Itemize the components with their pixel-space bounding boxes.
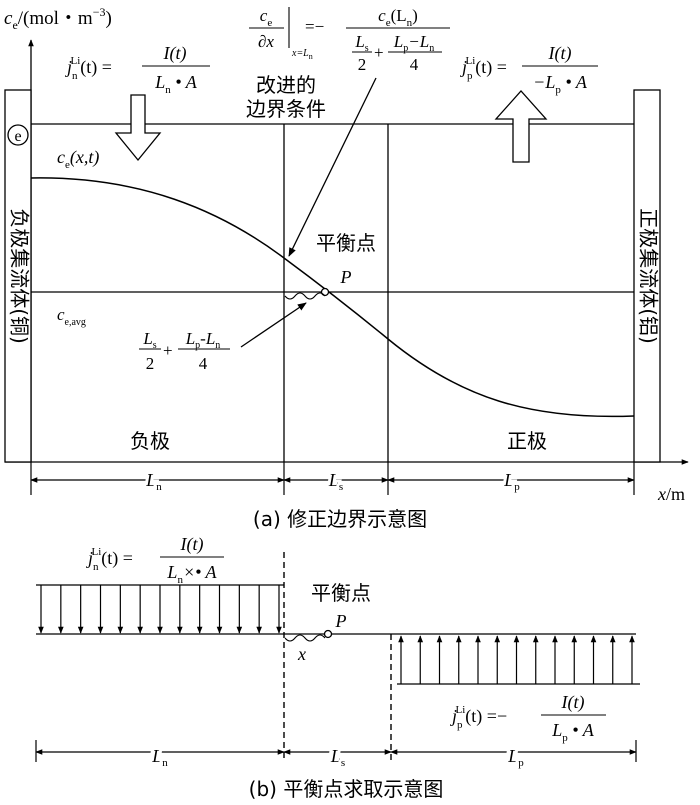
svg-text:4: 4	[199, 354, 208, 373]
positive-collector	[633, 89, 661, 463]
dimension-line-b	[35, 740, 637, 762]
panel-b: jnLi(t) = I(t) Ln×• A 平衡点 P x jpLi(t) =−…	[35, 534, 640, 801]
svg-text:Ls: Ls	[354, 32, 368, 54]
svg-text:−Lp • A: −Lp • A	[533, 72, 588, 96]
offset-brace	[284, 292, 326, 300]
negative-collector-label: 负极集流体(铜)	[8, 208, 32, 344]
b-x-label: x	[297, 644, 306, 664]
improved-bc-label-1: 改进的	[256, 73, 316, 97]
svg-text:jnLi(t) =: jnLi(t) =	[65, 55, 112, 82]
point-p-label: P	[340, 267, 352, 287]
negative-region-label: 负极	[130, 429, 170, 453]
b-dim-label-lp: Lp	[507, 746, 524, 769]
svg-text:I(t): I(t)	[180, 534, 204, 555]
svg-text:+: +	[163, 341, 173, 360]
svg-text:Ln • A: Ln • A	[154, 72, 197, 96]
svg-text:2: 2	[358, 55, 367, 74]
svg-text:+: +	[374, 43, 384, 62]
b-left-flux-formula: jnLi(t) = I(t) Ln×• A	[86, 534, 224, 586]
b-down-arrows	[38, 585, 282, 634]
svg-text:I(t): I(t)	[163, 43, 187, 64]
right-flux-formula: jpLi(t) = I(t) −Lp • A	[460, 43, 598, 96]
offset-formula: Ls 2 + Lp-Ln 4	[139, 329, 230, 373]
dim-label-ln: Ln	[145, 470, 162, 493]
svg-text:Lp • A: Lp • A	[551, 720, 594, 744]
svg-text:∂x: ∂x	[258, 32, 274, 51]
positive-collector-label: 正极集流体(铝)	[637, 208, 661, 344]
x-axis-label: x/m	[657, 484, 685, 504]
svg-text:2: 2	[146, 354, 155, 373]
caption-a: (a) 修正边界示意图	[253, 507, 427, 531]
avg-conc-label: ce,avg	[57, 305, 86, 328]
svg-text:Lp−Ln: Lp−Ln	[393, 32, 434, 54]
b-right-flux-formula: jpLi(t) =− I(t) Lp • A	[450, 692, 606, 744]
dim-label-lp: Lp	[503, 470, 520, 493]
svg-text:jpLi(t) =: jpLi(t) =	[460, 55, 507, 82]
negative-collector	[4, 89, 32, 463]
svg-text:x=Ln: x=Ln	[291, 48, 313, 61]
svg-text:=−: =−	[305, 17, 324, 36]
caption-b: (b) 平衡点求取示意图	[249, 777, 444, 801]
electron-symbol: e	[14, 128, 21, 145]
svg-text:ce: ce	[260, 6, 273, 29]
svg-text:I(t): I(t)	[548, 43, 572, 64]
flux-arrow-up-icon	[494, 90, 548, 163]
b-point-p-label: P	[335, 611, 347, 631]
b-balance-point-marker	[323, 629, 333, 639]
svg-text:jnLi(t) =: jnLi(t) =	[86, 546, 133, 573]
conc-curve-label: ce(x,t)	[57, 147, 99, 171]
b-up-arrows	[398, 635, 635, 684]
svg-text:jpLi(t) =−: jpLi(t) =−	[450, 704, 507, 731]
dimension-line-a	[30, 462, 635, 495]
improved-bc-label-2: 边界条件	[246, 97, 326, 121]
bc-pointer-arrow	[288, 77, 377, 257]
panel-a: ce/(mol・m−3) 负极集流体(铜) 正极集流体(铝) e jnLi(t)…	[4, 5, 689, 531]
positive-region-label: 正极	[507, 429, 547, 453]
svg-text:Ln×• A: Ln×• A	[166, 562, 217, 586]
b-dim-label-ln: Ln	[151, 746, 168, 769]
y-axis-label: ce/(mol・m−3)	[4, 5, 112, 32]
offset-pointer-arrow	[240, 302, 307, 348]
b-offset-brace	[284, 634, 326, 642]
balance-point-label: 平衡点	[316, 231, 376, 255]
dim-label-ls: Ls	[328, 470, 343, 493]
svg-text:Ls: Ls	[142, 329, 156, 351]
flux-arrow-down-icon	[114, 94, 162, 162]
electron-icon	[7, 124, 29, 146]
left-flux-formula: jnLi(t) = I(t) Ln • A	[65, 43, 210, 96]
svg-text:Lp-Ln: Lp-Ln	[185, 329, 221, 351]
svg-text:ce(Ln): ce(Ln)	[378, 6, 418, 29]
boundary-condition-formula: ce ∂x x=Ln =− ce(Ln) Ls 2 + Lp−Ln 4	[249, 6, 450, 74]
concentration-curve	[30, 177, 635, 418]
balance-point-marker	[320, 287, 330, 297]
b-dim-label-ls: Ls	[330, 746, 345, 769]
svg-text:I(t): I(t)	[561, 692, 585, 713]
b-balance-point-label: 平衡点	[311, 581, 371, 605]
svg-text:4: 4	[410, 55, 419, 74]
